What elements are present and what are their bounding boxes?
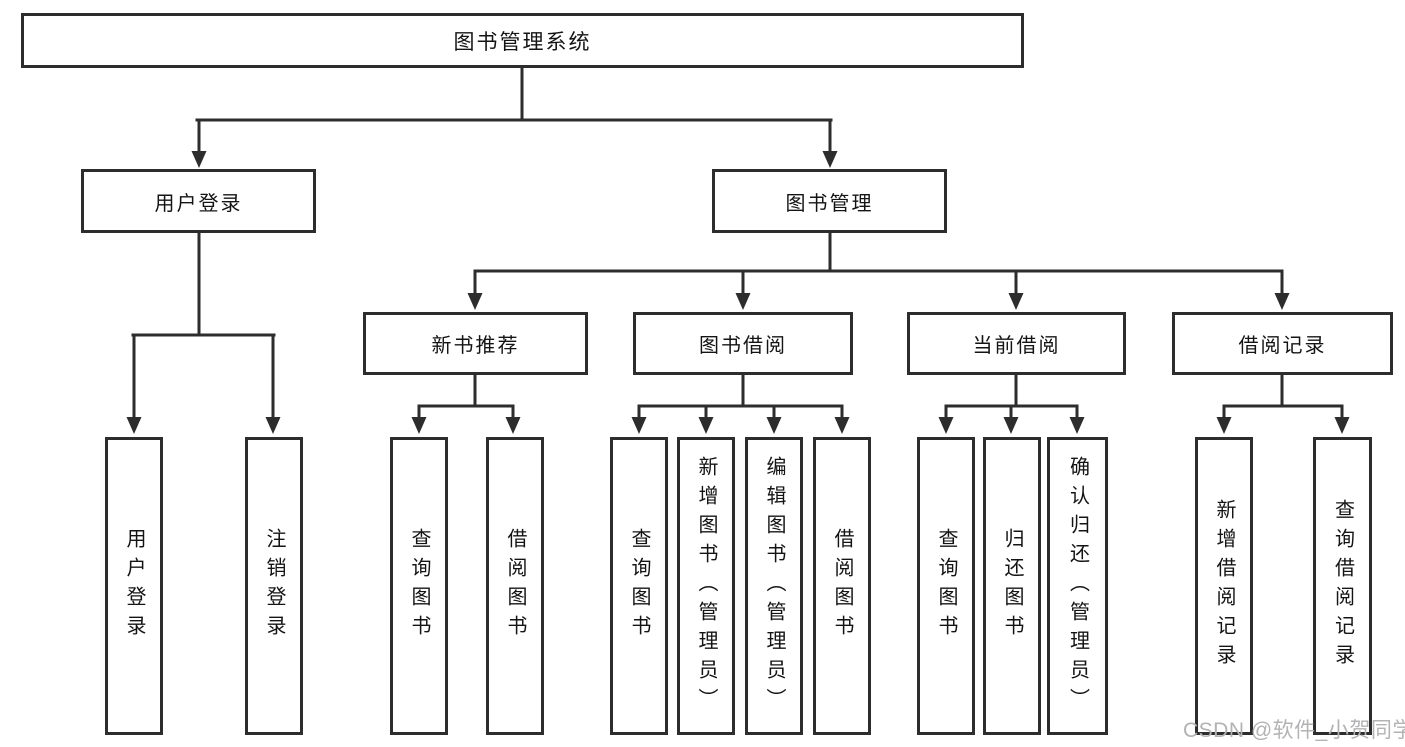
leaf-borrow-books-borrowing: 借阅图书: [813, 437, 871, 735]
leaf-label: 查询借阅记录: [1331, 499, 1354, 673]
node-current-borrowing: 当前借阅: [907, 312, 1126, 375]
leaf-user-login: 用户登录: [105, 437, 163, 735]
leaf-return-books: 归还图书: [983, 437, 1041, 735]
leaf-add-books-admin: 新增图书（管理员）: [677, 437, 735, 735]
leaf-label: 新增图书（管理员）: [695, 455, 717, 717]
leaf-label: 用户登录: [123, 528, 145, 644]
node-new-book-recommendation: 新书推荐: [363, 312, 588, 375]
leaf-label: 查询图书: [935, 528, 957, 644]
node-book-management: 图书管理: [712, 169, 947, 233]
leaf-label: 新增借阅记录: [1213, 499, 1235, 673]
leaf-query-books-borrowing: 查询图书: [610, 437, 668, 735]
leaf-logout: 注销登录: [245, 437, 303, 735]
leaf-label: 借阅图书: [504, 528, 526, 644]
node-borrowing-records: 借阅记录: [1172, 312, 1393, 375]
leaf-add-borrow-record: 新增借阅记录: [1195, 437, 1253, 735]
node-library-management-system: 图书管理系统: [21, 13, 1024, 68]
leaf-borrow-books-recommend: 借阅图书: [486, 437, 544, 735]
leaf-label: 注销登录: [263, 528, 285, 644]
leaf-confirm-return-admin: 确认归还（管理员）: [1047, 437, 1108, 735]
leaf-edit-books-admin: 编辑图书（管理员）: [745, 437, 803, 735]
node-book-borrowing: 图书借阅: [633, 312, 853, 375]
leaf-label: 归还图书: [1001, 528, 1023, 644]
leaf-label: 查询图书: [628, 528, 650, 644]
leaf-query-books-current: 查询图书: [917, 437, 975, 735]
leaf-label: 借阅图书: [831, 528, 853, 644]
csdn-watermark: CSDN @软件_小贺同学: [1183, 719, 1405, 742]
node-user-login: 用户登录: [81, 169, 316, 233]
leaf-query-books-recommend: 查询图书: [390, 437, 448, 735]
leaf-label: 编辑图书（管理员）: [763, 455, 785, 717]
leaf-label: 查询图书: [408, 528, 430, 644]
leaf-query-borrow-record: 查询借阅记录: [1313, 437, 1372, 735]
leaf-label: 确认归还（管理员）: [1066, 455, 1089, 717]
